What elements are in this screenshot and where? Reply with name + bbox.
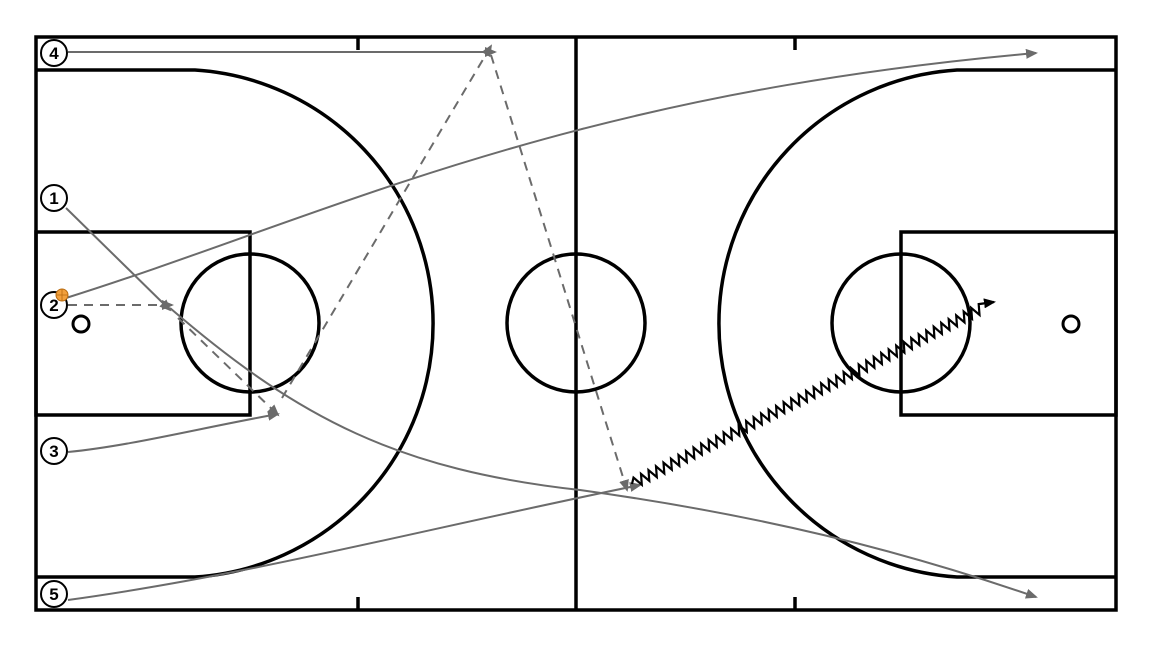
player-4-label: 4 [49,44,59,63]
cut-line-player-3 [67,410,280,453]
basket-right [1061,314,1081,334]
player-3-label: 3 [49,442,58,461]
player-5-label: 5 [49,585,58,604]
free-throw-circle-right [830,252,972,394]
free-throw-circle-left [179,252,321,394]
pass-1-to-3 [177,317,280,417]
pass-3-to-4 [281,44,493,399]
basketball-icon [55,288,69,302]
pass-4-to-5 [490,54,629,492]
cut-line-player-2 [65,48,1038,299]
player-3-marker: 3 [40,437,68,465]
three-point-line-left [36,68,435,579]
three-point-line-right [717,68,1116,579]
player-1-label: 1 [49,189,58,208]
paint-left [34,230,252,417]
player-2-label: 2 [49,296,58,315]
center-circle [505,252,647,394]
player-1-marker: 1 [40,184,68,212]
player-5-marker: 5 [40,580,68,608]
cut-line-player-5 [67,482,642,601]
cut-line-player-1-long [169,307,1038,599]
dribble-line-player-5 [630,298,996,488]
basket-left [71,314,91,334]
player-4-marker: 4 [40,39,68,67]
paint-right [899,230,1118,417]
cut-line-player-1 [65,207,172,312]
